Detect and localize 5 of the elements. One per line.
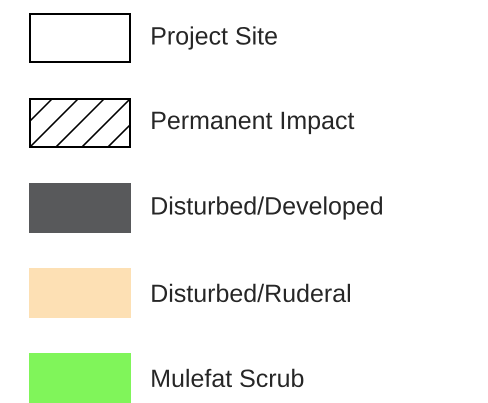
legend-label: Disturbed/Ruderal: [152, 284, 350, 302]
legend-label: Permanent Impact: [152, 112, 354, 134]
legend-label: Mulefat Scrub: [152, 368, 304, 388]
legend-label: Project Site: [152, 26, 277, 50]
legend-label: Disturbed/Developed: [152, 196, 382, 220]
